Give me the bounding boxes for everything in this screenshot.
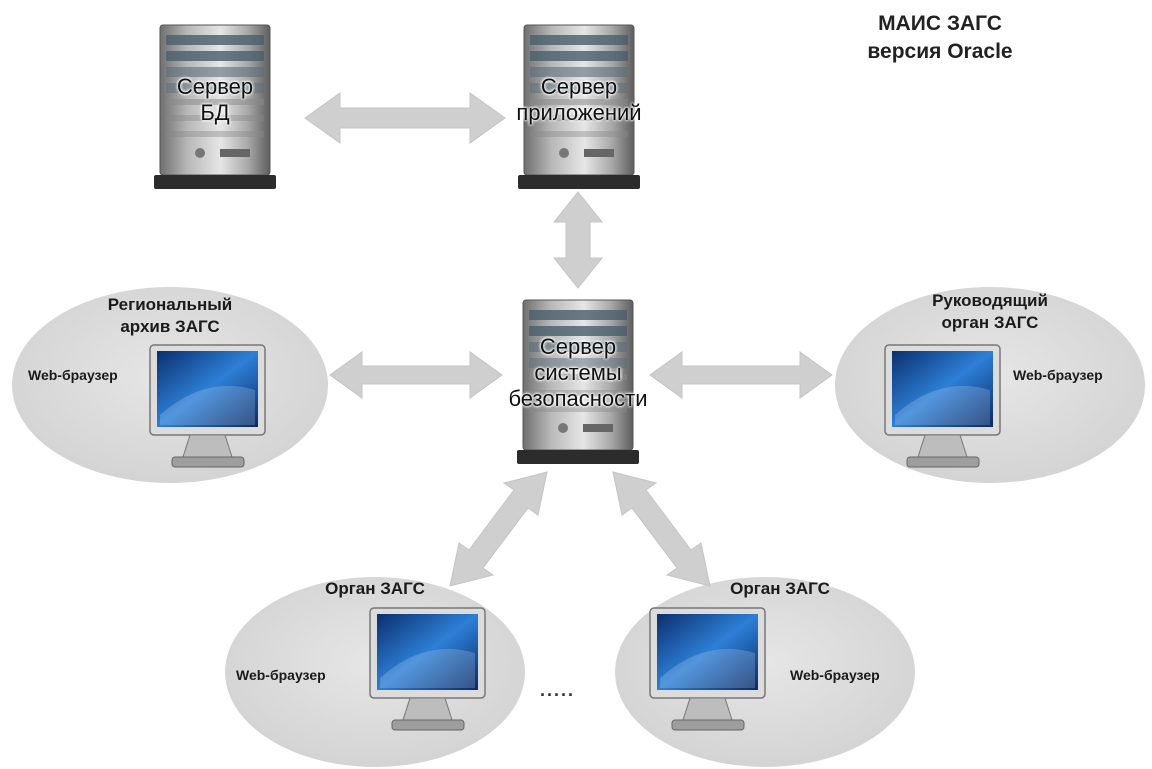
app-server-label: Сервер приложений: [516, 74, 642, 125]
arrow-regional-security: [329, 351, 503, 399]
title-line-2: версия Oracle: [867, 40, 1013, 63]
title-line-1: МАИС ЗАГС: [878, 12, 1002, 35]
more-offices-ellipsis: .....: [540, 680, 576, 700]
arrow-app-security: [552, 191, 604, 289]
registry-office-2-browser-label: Web-браузер: [790, 667, 880, 683]
registry-office-1-browser-label: Web-браузер: [236, 667, 326, 683]
security-server-label: Сервер системы безопасности: [508, 334, 648, 411]
registry-office-2-label: Орган ЗАГС: [730, 579, 830, 598]
arrow-security-governing: [649, 351, 833, 399]
arrow-db-app: [304, 92, 506, 144]
arrow-security-office1: [449, 471, 548, 587]
governing-body-browser-label: Web-браузер: [1013, 367, 1103, 383]
diagram-title: МАИС ЗАГС версия Oracle: [800, 10, 1080, 66]
regional-archive-browser-label: Web-браузер: [28, 367, 118, 383]
arrow-security-office2: [612, 471, 711, 587]
governing-body-label: Руководящий орган ЗАГС: [932, 291, 1048, 332]
db-server-label: Сервер БД: [176, 74, 254, 125]
registry-office-1-label: Орган ЗАГС: [325, 579, 425, 598]
regional-archive-label: Региональный архив ЗАГС: [107, 295, 233, 336]
